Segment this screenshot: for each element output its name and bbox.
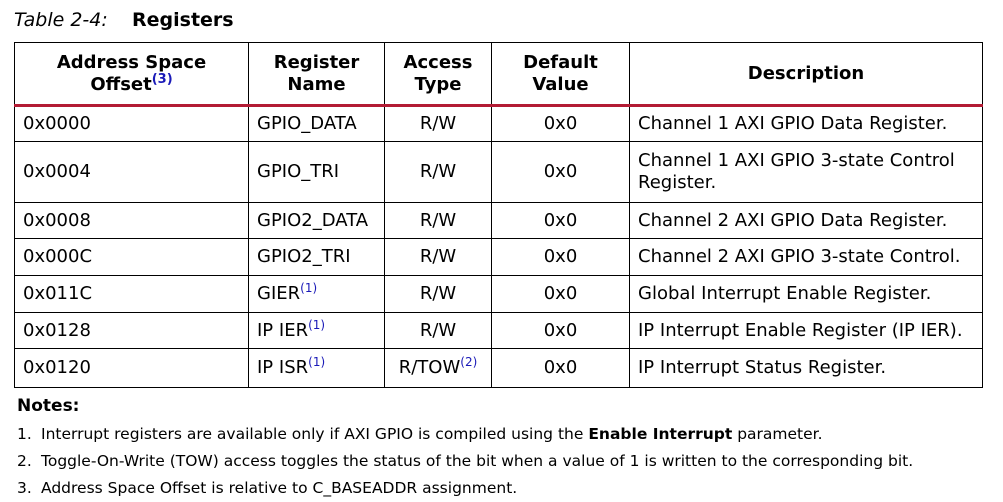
cell-access-type: R/W xyxy=(384,141,492,203)
table-row: 0x0120 IP ISR(1) R/TOW(2) 0x0 IP Interru… xyxy=(14,348,983,388)
cell-offset: 0x0128 xyxy=(14,312,249,349)
table-row: 0x000C GPIO2_TRI R/W 0x0 Channel 2 AXI G… xyxy=(14,238,983,276)
cell-register-name: GPIO2_TRI xyxy=(248,238,385,276)
cell-default-value: 0x0 xyxy=(491,312,630,349)
cell-register-name: IP ISR(1) xyxy=(248,348,385,388)
table-notes: Notes: 1.Interrupt registers are availab… xyxy=(17,396,992,502)
table-row: 0x0128 IP IER(1) R/W 0x0 IP Interrupt En… xyxy=(14,312,983,349)
cell-description: Channel 2 AXI GPIO 3-state Control. xyxy=(629,238,983,276)
cell-access-type: R/TOW(2) xyxy=(384,348,492,388)
cell-description: Channel 1 AXI GPIO 3-state Control Regis… xyxy=(629,141,983,203)
cell-default-value: 0x0 xyxy=(491,238,630,276)
note-item: 2.Toggle-On-Write (TOW) access toggles t… xyxy=(17,452,914,470)
footnote-ref-1[interactable]: (1) xyxy=(308,317,326,332)
table-caption: Table 2-4: Registers xyxy=(14,9,234,31)
cell-register-name: GPIO_TRI xyxy=(248,141,385,203)
cell-offset: 0x0008 xyxy=(14,202,249,239)
cell-description: Channel 2 AXI GPIO Data Register. xyxy=(629,202,983,239)
cell-description: Global Interrupt Enable Register. xyxy=(629,275,983,313)
table-row: 0x011C GIER(1) R/W 0x0 Global Interrupt … xyxy=(14,275,983,313)
cell-default-value: 0x0 xyxy=(491,105,630,142)
footnote-ref-1[interactable]: (1) xyxy=(300,281,318,295)
cell-description: IP Interrupt Enable Register (IP IER). xyxy=(629,312,983,349)
footnote-ref-3[interactable]: (3) xyxy=(151,71,173,87)
table-row: 0x0000 GPIO_DATA R/W 0x0 Channel 1 AXI G… xyxy=(14,105,983,142)
footnote-ref-2[interactable]: (2) xyxy=(460,355,478,369)
header-address-space-offset: Address Space Offset(3) xyxy=(14,42,249,107)
cell-register-name: IP IER(1) xyxy=(248,312,385,349)
cell-description: IP Interrupt Status Register. xyxy=(629,348,983,388)
note-item: 1.Interrupt registers are available only… xyxy=(17,425,823,443)
footnote-ref-1[interactable]: (1) xyxy=(308,355,326,369)
cell-default-value: 0x0 xyxy=(491,275,630,313)
cell-default-value: 0x0 xyxy=(491,348,630,388)
table-row: 0x0008 GPIO2_DATA R/W 0x0 Channel 2 AXI … xyxy=(14,202,983,239)
cell-register-name: GPIO2_DATA xyxy=(248,202,385,239)
header-description: Description xyxy=(629,42,983,107)
cell-access-type: R/W xyxy=(384,275,492,313)
cell-register-name: GIER(1) xyxy=(248,275,385,313)
cell-offset: 0x0120 xyxy=(14,348,249,388)
cell-default-value: 0x0 xyxy=(491,202,630,239)
cell-offset: 0x000C xyxy=(14,238,249,276)
table-row: 0x0004 GPIO_TRI R/W 0x0 Channel 1 AXI GP… xyxy=(14,141,983,203)
cell-access-type: R/W xyxy=(384,105,492,142)
cell-offset: 0x011C xyxy=(14,275,249,313)
cell-register-name: GPIO_DATA xyxy=(248,105,385,142)
note-item: 3.Address Space Offset is relative to C_… xyxy=(17,479,518,497)
notes-title: Notes: xyxy=(17,396,80,416)
cell-offset: 0x0000 xyxy=(14,105,249,142)
table-number: Table 2-4: xyxy=(14,9,108,31)
cell-default-value: 0x0 xyxy=(491,141,630,203)
cell-access-type: R/W xyxy=(384,312,492,349)
cell-access-type: R/W xyxy=(384,202,492,239)
cell-description: Channel 1 AXI GPIO Data Register. xyxy=(629,105,983,142)
table-title: Registers xyxy=(132,9,234,31)
cell-offset: 0x0004 xyxy=(14,141,249,203)
cell-access-type: R/W xyxy=(384,238,492,276)
